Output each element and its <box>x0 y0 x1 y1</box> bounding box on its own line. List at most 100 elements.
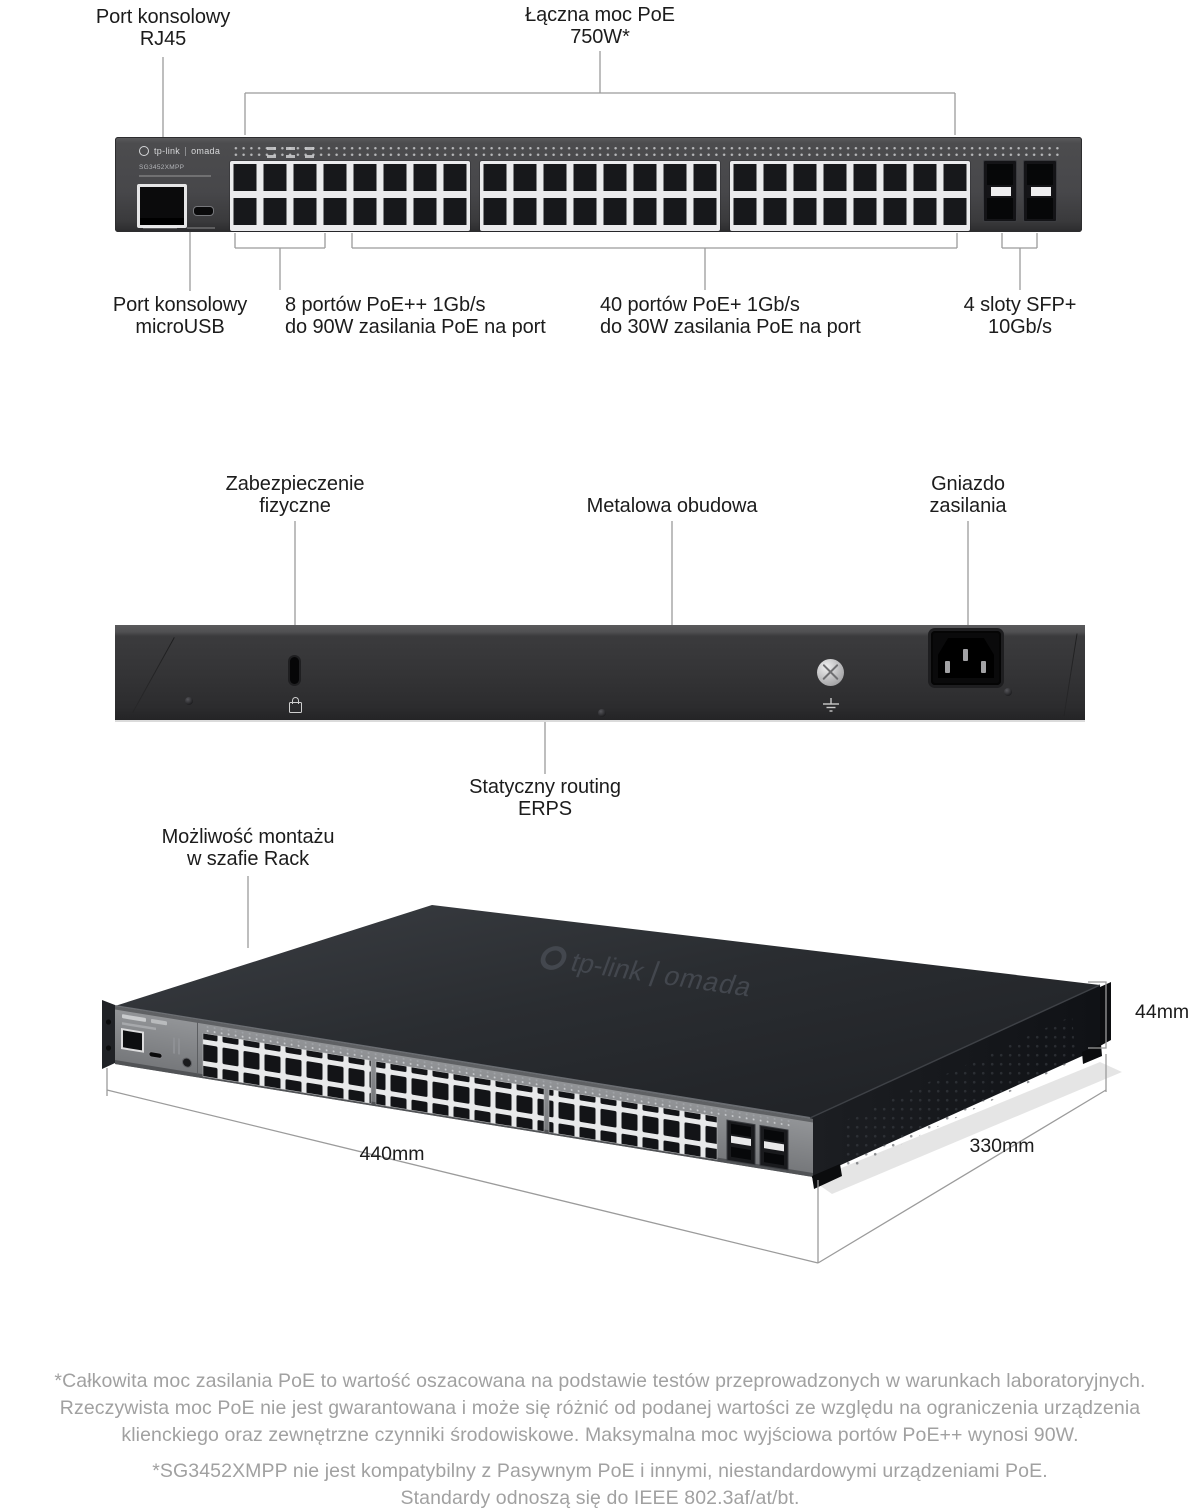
label-line: Łączna moc PoE <box>525 4 675 26</box>
chassis-crease <box>1063 633 1078 717</box>
sfp-slot <box>1027 198 1053 219</box>
grounding-screw <box>817 659 844 686</box>
screw <box>598 709 606 717</box>
callout-label-power-socket: Gniazdo zasilania <box>930 473 1007 517</box>
top-right-edge <box>809 984 1101 1119</box>
sfp-slot <box>731 1146 751 1161</box>
label-line: w szafie Rack <box>186 848 310 870</box>
dim-bracket-height <box>1088 981 1107 1049</box>
model-text: SG3452XMPP <box>139 164 185 171</box>
switch-front-view: tp-link omada SG3452XMPP <box>115 137 1082 232</box>
label-line: Port konsolowy <box>112 294 248 316</box>
sfp-slot <box>987 164 1013 185</box>
rj45-port-block-1 <box>202 1032 372 1104</box>
dimension-lines <box>106 981 1107 1264</box>
console-rj45-port <box>121 1027 144 1053</box>
sub-brand-text: omada <box>191 146 221 156</box>
inlet-pin <box>963 649 968 661</box>
label-line: 4 sloty SFP+ <box>963 294 1077 316</box>
bracket-poep <box>351 233 958 290</box>
front-face <box>115 1006 813 1178</box>
screw <box>1004 688 1012 696</box>
label-line: RJ45 <box>139 28 187 50</box>
model-subtext-bar <box>139 175 211 177</box>
kensington-lock-slot <box>290 657 299 684</box>
sfp-latch <box>1031 187 1051 196</box>
label-line: 40 portów PoE+ 1Gb/s <box>600 294 800 316</box>
status-led-column <box>178 1038 180 1055</box>
rj45-port-block-1 <box>230 161 470 231</box>
divider <box>185 146 187 156</box>
label-line: 10Gb/s <box>988 316 1052 338</box>
rack-ear-hole <box>105 1045 112 1051</box>
callout-label-console-rj45: Port konsolowy RJ45 <box>96 6 230 50</box>
label-line: do 90W zasilania PoE na port <box>285 316 546 338</box>
top-face <box>115 905 1100 1118</box>
sfp-slot <box>764 1152 784 1166</box>
port-label-bar <box>187 227 215 229</box>
vent-grid <box>842 1016 1076 1170</box>
inlet-pin <box>981 661 986 673</box>
sfp-cage-1 <box>983 160 1017 222</box>
ac-power-inlet <box>931 631 1001 685</box>
sfp-slot <box>731 1123 751 1138</box>
console-microusb-port <box>193 206 214 216</box>
dim-line-depth <box>817 1089 1107 1264</box>
status-led-column <box>173 1037 175 1054</box>
drop-shadow <box>812 1062 1122 1194</box>
footnote-line: klienckiego oraz zewnętrzne czynniki śro… <box>121 1424 1079 1446</box>
sub-brand-text: omada <box>660 960 758 1002</box>
brand-text: tp-link <box>567 947 649 987</box>
brand-bar <box>122 1014 146 1022</box>
lock-icon <box>289 697 302 713</box>
panel-separator <box>197 1022 198 1075</box>
top-face-logo: tp-link omada <box>540 946 758 1002</box>
rj45-port-block-2 <box>480 161 720 231</box>
ground-symbol-icon <box>823 698 839 712</box>
sfp-latch <box>731 1135 751 1147</box>
dim-line-width <box>106 1089 819 1264</box>
dimension-depth: 330mm <box>969 1135 1034 1157</box>
sfp-latch <box>764 1141 784 1152</box>
label-line: Zabezpieczenie <box>225 473 365 495</box>
dimension-height: 44mm <box>1135 1001 1189 1023</box>
top-front-edge <box>114 1005 811 1119</box>
port-led-strip <box>203 1025 793 1129</box>
foot <box>812 1164 842 1189</box>
screw <box>185 697 193 705</box>
label-line: Port konsolowy <box>95 6 231 28</box>
rack-ear-hole <box>105 1019 112 1025</box>
footnote-line: Rzeczywista moc PoE nie jest gwarantowan… <box>59 1397 1141 1419</box>
reset-button <box>182 1057 192 1068</box>
callout-label-kensington: Zabezpieczenie fizyczne <box>226 473 365 517</box>
label-line: ERPS <box>517 798 573 820</box>
console-microusb-port <box>148 1051 163 1059</box>
footnote-line: *Całkowita moc zasilania PoE to wartość … <box>54 1370 1146 1392</box>
switch-rear-view <box>115 625 1085 720</box>
label-line: microUSB <box>135 316 225 338</box>
label-line: Metalowa obudowa <box>586 495 758 517</box>
rj45-port-block-2 <box>375 1060 545 1132</box>
callout-label-poepp: 8 portów PoE++ 1Gb/s do 90W zasilania Po… <box>285 294 546 338</box>
bracket-poe-budget <box>244 51 956 135</box>
brand-text: tp-link <box>154 146 181 156</box>
bracket-poepp <box>234 233 326 290</box>
footnote-poe-disclaimer: *Całkowita moc zasilania PoE to wartość … <box>0 1368 1200 1449</box>
brand-bar <box>151 1018 167 1026</box>
sfp-slot <box>1027 164 1053 185</box>
label-line: 750W* <box>570 26 630 48</box>
callout-label-console-usb: Port konsolowy microUSB <box>113 294 247 338</box>
callout-label-sfp: 4 sloty SFP+ 10Gb/s <box>964 294 1077 338</box>
side-face <box>810 985 1100 1178</box>
label-line: zasilania <box>929 495 1007 517</box>
footnote-line: *SG3452XMPP nie jest kompatybilny z Pasy… <box>152 1460 1048 1482</box>
sfp-latch <box>991 187 1011 196</box>
brand-logos: tp-link omada <box>139 146 220 156</box>
rear-rack-ear <box>1100 982 1111 1046</box>
model-bar <box>122 1022 156 1031</box>
label-line: Statyczny routing <box>469 776 621 798</box>
front-rack-ear <box>102 1000 115 1069</box>
port-led-strip <box>232 145 1059 158</box>
callout-label-poep: 40 portów PoE+ 1Gb/s do 30W zasilania Po… <box>600 294 861 338</box>
